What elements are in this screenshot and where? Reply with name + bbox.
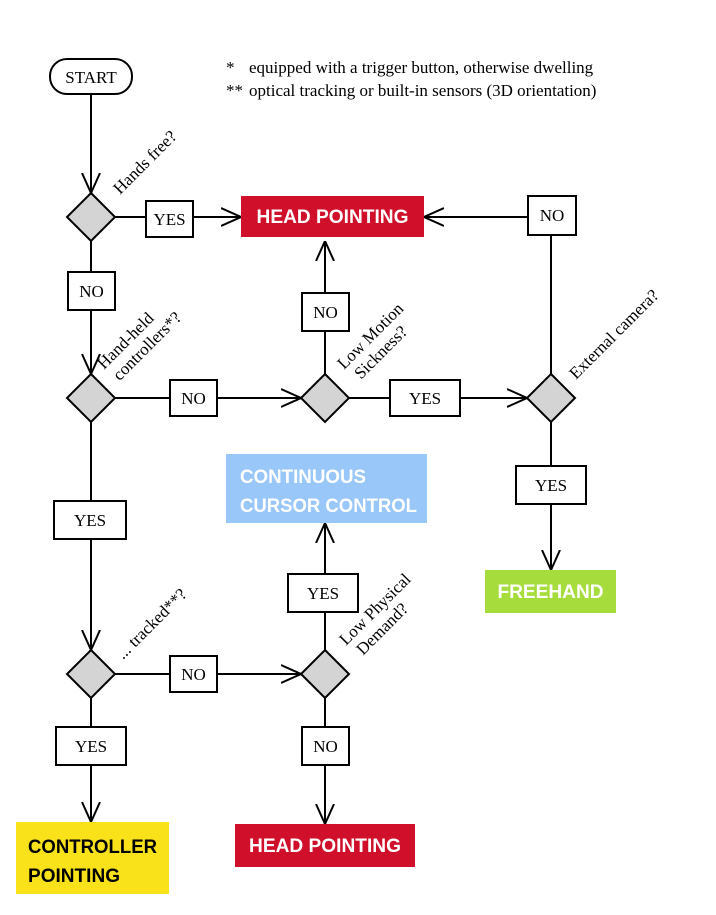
freehand-label: FREEHAND <box>498 582 604 603</box>
outcome-freehand: FREEHAND <box>485 570 616 613</box>
decision-external-camera <box>525 372 577 424</box>
decision-low-physical <box>299 648 351 700</box>
continuous-box <box>226 454 427 523</box>
outcome-continuous-cursor: CONTINUOUS CURSOR CONTROL <box>226 454 427 523</box>
question-external-camera: External camera? <box>565 286 662 383</box>
continuous-label-line2: CURSOR CONTROL <box>240 496 417 517</box>
outcome-controller-pointing: CONTROLLER POINTING <box>16 822 169 894</box>
head-pointing-top-box <box>241 196 424 237</box>
svg-text:NO: NO <box>540 206 565 225</box>
outcome-head-pointing-bottom: HEAD POINTING <box>235 824 415 867</box>
decision-diamonds <box>65 191 577 700</box>
label-hands-free-yes: YES <box>145 200 194 238</box>
label-motion-no: NO <box>301 292 350 332</box>
label-tracked-no: NO <box>169 655 218 693</box>
freehand-box <box>485 570 616 613</box>
question-hands-free: Hands free? <box>109 127 180 198</box>
start-node: START <box>49 58 133 95</box>
label-handheld-yes: YES <box>53 500 127 540</box>
label-motion-yes: YES <box>389 379 461 417</box>
svg-text:NO: NO <box>313 737 338 756</box>
controller-label-line2: POINTING <box>28 866 120 887</box>
footnote-1-text: equipped with a trigger button, otherwis… <box>249 58 594 77</box>
question-tracked: ... tracked**? <box>112 585 190 663</box>
controller-box <box>16 822 169 894</box>
label-camera-no: NO <box>527 195 577 236</box>
edge-camera-no <box>424 217 552 374</box>
svg-text:YES: YES <box>153 210 185 229</box>
footnote-2-marker: ** <box>226 81 243 100</box>
head-pointing-bottom-box <box>235 824 415 867</box>
outcome-head-pointing-top: HEAD POINTING <box>241 196 424 237</box>
label-physical-no: NO <box>301 726 350 766</box>
svg-text:YES: YES <box>307 584 339 603</box>
decision-hands-free <box>65 191 117 243</box>
label-physical-yes: YES <box>287 573 359 613</box>
svg-text:YES: YES <box>75 737 107 756</box>
start-label: START <box>65 68 117 87</box>
edge-labels: YES NO NO NO NO YES YES YES <box>53 195 587 766</box>
head-pointing-bottom-label: HEAD POINTING <box>249 836 401 857</box>
decision-hand-held <box>65 372 117 424</box>
controller-label-line1: CONTROLLER <box>28 837 157 858</box>
label-handheld-no: NO <box>169 379 218 417</box>
svg-text:YES: YES <box>535 476 567 495</box>
start-shape <box>49 58 133 95</box>
svg-text:NO: NO <box>181 665 206 684</box>
footnote-1-marker: * <box>226 58 235 77</box>
svg-text:NO: NO <box>79 282 104 301</box>
head-pointing-top-label: HEAD POINTING <box>257 207 409 228</box>
footnotes: * equipped with a trigger button, otherw… <box>226 58 596 100</box>
label-camera-yes: YES <box>515 465 587 505</box>
footnote-2-text: optical tracking or built-in sensors (3D… <box>249 81 596 100</box>
svg-text:NO: NO <box>313 303 338 322</box>
svg-text:YES: YES <box>74 511 106 530</box>
decision-tracked <box>65 648 117 700</box>
svg-text:YES: YES <box>409 389 441 408</box>
svg-text:NO: NO <box>181 389 206 408</box>
decision-low-motion <box>299 372 351 424</box>
label-hands-free-no: NO <box>67 271 116 311</box>
label-tracked-yes: YES <box>55 726 127 766</box>
outcomes: HEAD POINTING CONTINUOUS CURSOR CONTROL … <box>16 196 616 894</box>
continuous-label-line1: CONTINUOUS <box>240 467 366 488</box>
